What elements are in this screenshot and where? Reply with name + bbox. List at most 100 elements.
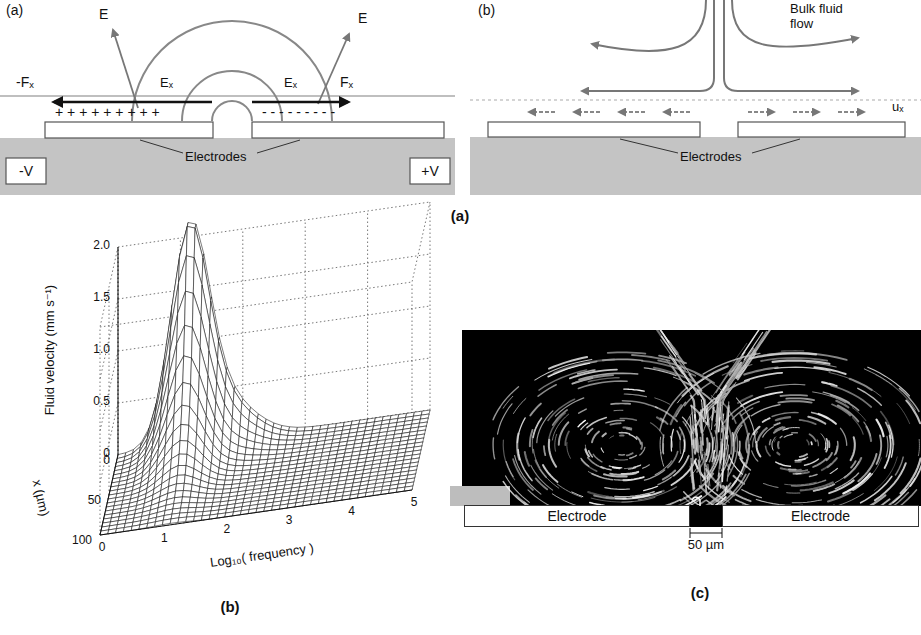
flow-streak xyxy=(624,389,644,391)
mesh-cell xyxy=(261,450,270,455)
flow-streak xyxy=(655,461,671,475)
flow-streak xyxy=(680,368,698,395)
label-text: 1.5 xyxy=(93,291,110,305)
mesh-cell xyxy=(197,498,206,503)
flow-streak xyxy=(660,388,687,431)
flow-streak xyxy=(918,439,919,455)
flow-streak xyxy=(696,429,698,453)
label-text: 1.0 xyxy=(93,343,110,357)
flow-streak xyxy=(738,452,750,470)
flow-streak xyxy=(699,460,701,474)
label-text: 0.5 xyxy=(93,395,110,409)
flow-streak xyxy=(757,352,797,356)
flow-streak xyxy=(763,427,774,437)
flow-streak xyxy=(777,453,779,455)
mesh-cell xyxy=(226,470,235,475)
flow-streak xyxy=(680,433,681,454)
grid-line xyxy=(100,455,118,535)
label-text: + + + + + + + + + xyxy=(55,104,160,120)
flow-streak xyxy=(781,350,803,352)
mesh-cell xyxy=(178,454,187,465)
flow-streak xyxy=(773,361,830,364)
flow-streak xyxy=(810,474,818,476)
frequency-axis xyxy=(100,490,412,535)
flow-streak xyxy=(755,395,767,399)
mesh-cell xyxy=(186,227,195,258)
electrode-label: Electrode xyxy=(791,508,850,524)
flow-streak xyxy=(780,436,782,438)
label-text: Log₁₀( frequency ) xyxy=(209,541,315,571)
flow-streak xyxy=(670,456,688,478)
flow-streak xyxy=(668,452,678,468)
mesh-cell xyxy=(183,483,192,491)
flow-streak xyxy=(719,396,724,415)
flow-streak xyxy=(835,462,859,483)
label-text: Fₓ xyxy=(340,74,353,90)
mesh-cell xyxy=(205,498,214,503)
flow-streak xyxy=(775,367,830,371)
mesh-cell xyxy=(216,485,225,490)
label-text: +V xyxy=(421,163,439,179)
flow-streak xyxy=(555,434,557,451)
mesh-cell xyxy=(245,448,254,455)
flow-streak xyxy=(658,478,671,485)
flow-streak xyxy=(514,399,526,414)
mesh-cell xyxy=(183,491,192,498)
flow-streak xyxy=(578,381,627,388)
mesh-cell xyxy=(288,431,297,436)
label-text: Bulk fluid flow xyxy=(790,2,864,32)
flow-streak xyxy=(651,423,664,438)
flow-streak xyxy=(822,382,836,386)
mesh-cell xyxy=(296,431,305,436)
flow-streak xyxy=(582,460,597,471)
flow-streak xyxy=(695,373,723,392)
flow-streak xyxy=(793,473,801,474)
flow-streak xyxy=(693,426,695,452)
grid-line xyxy=(118,202,430,247)
flow-streak xyxy=(758,428,767,440)
flow-streak xyxy=(750,353,816,358)
flow-streak xyxy=(740,458,747,467)
label-text: Fluid velocity (mm s⁻¹) xyxy=(43,285,58,415)
flow-streak xyxy=(764,484,779,488)
flow-streak xyxy=(874,457,897,491)
flow-streak xyxy=(601,448,603,452)
flow-streak xyxy=(889,425,893,457)
flow-streak xyxy=(728,436,738,477)
flow-streak xyxy=(829,373,881,397)
mesh-cell xyxy=(252,455,261,460)
flow-streak xyxy=(890,490,906,505)
label-text: x (µm) xyxy=(29,478,52,518)
mesh-cell xyxy=(254,442,263,450)
flow-streak xyxy=(627,429,632,430)
field-schematic xyxy=(0,21,455,195)
flow-streak xyxy=(740,414,749,446)
flow-streak xyxy=(831,386,871,407)
flow-streak xyxy=(627,453,633,455)
flow-streak xyxy=(614,479,627,481)
mesh-cell xyxy=(270,445,279,450)
grid-line xyxy=(118,306,430,351)
grid-line xyxy=(100,455,118,535)
z-axis xyxy=(118,247,119,455)
flow-streak xyxy=(727,402,729,436)
flow-streak xyxy=(792,432,798,434)
mesh-cell xyxy=(263,437,272,445)
flow-streak xyxy=(622,497,655,502)
mesh-cell xyxy=(155,520,164,526)
flow-streak xyxy=(706,469,734,495)
flow-streak xyxy=(619,454,625,456)
flow-streak xyxy=(629,435,636,440)
mesh-cell xyxy=(269,450,278,455)
flow-streak xyxy=(576,375,613,382)
surface-mesh xyxy=(100,223,430,536)
flow-streak xyxy=(711,406,713,430)
flow-streak xyxy=(742,330,762,355)
flow-streak xyxy=(615,459,628,461)
flow-streak xyxy=(717,474,719,491)
mesh-cell xyxy=(237,453,246,460)
mesh-cell xyxy=(170,518,179,524)
flow-streak xyxy=(781,394,808,397)
flow-streak xyxy=(836,442,838,455)
